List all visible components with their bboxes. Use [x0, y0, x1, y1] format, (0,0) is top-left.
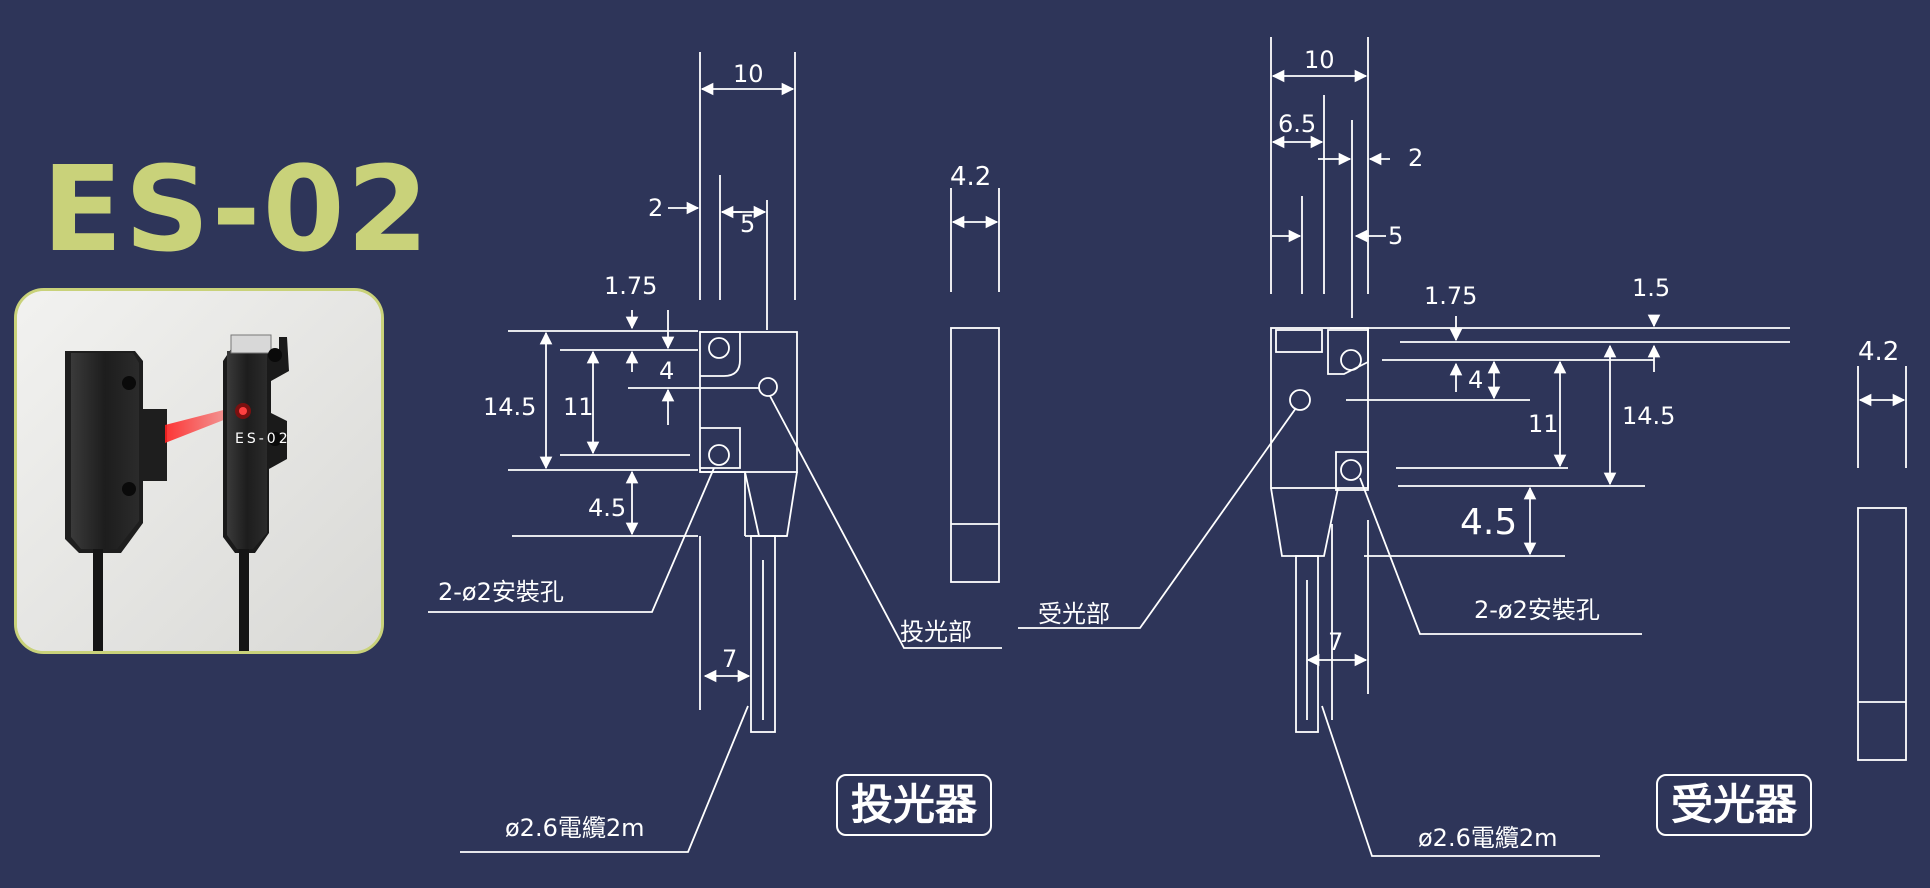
dim-width: 10: [1304, 46, 1335, 74]
sensor-photo-illustration: ES-02: [17, 291, 381, 651]
label-receiver-part: 受光部: [1038, 600, 1110, 628]
dim-height-14-5: 14.5: [1622, 402, 1675, 430]
dim-cable-7: 7: [1328, 628, 1343, 656]
dim-offset-5: 5: [740, 210, 755, 238]
label-mount-holes: 2-ø2安裝孔: [1474, 596, 1600, 624]
dim-depth: 4.2: [1858, 337, 1899, 367]
dim-hole-4: 4: [659, 357, 674, 385]
receiver-dimensions: 10 6.5 2 5 1.75 1.5 4 11 14.5 4.5 7 4.2 …: [1038, 46, 1899, 852]
laser-beam: [165, 406, 239, 443]
dim-offset-2: 2: [648, 194, 663, 222]
label-cable: ø2.6電纜2m: [505, 814, 645, 842]
label-mount-holes: 2-ø2安裝孔: [438, 578, 564, 606]
left-sensor: [65, 351, 167, 651]
label-emitter-part: 投光部: [900, 618, 972, 646]
right-sensor: ES-02: [223, 334, 291, 651]
product-photo: ES-02: [14, 288, 384, 654]
dim-top-1-75: 1.75: [1424, 282, 1477, 310]
dim-cable-7: 7: [722, 645, 737, 673]
dim-hole-11: 11: [1528, 410, 1559, 438]
emitter-box-label: 投光器: [836, 774, 992, 836]
sensor-marking: ES-02: [235, 431, 291, 447]
dim-bottom-4-5: 4.5: [588, 494, 626, 522]
dim-depth: 4.2: [950, 162, 991, 192]
dim-hole-4: 4: [1468, 366, 1483, 394]
dim-offset-5: 5: [1388, 222, 1403, 250]
dim-offset-6-5: 6.5: [1278, 110, 1316, 138]
dim-top-1-75: 1.75: [604, 272, 657, 300]
dim-hole-11: 11: [563, 393, 594, 421]
dim-offset-2: 2: [1408, 144, 1423, 172]
product-title: ES-02: [42, 140, 431, 278]
receiver-box-label: 受光器: [1656, 774, 1812, 836]
dim-width: 10: [733, 60, 764, 88]
dim-bottom-4-5: 4.5: [1460, 502, 1517, 543]
dim-top-1-5: 1.5: [1632, 274, 1670, 302]
emitter-dimensions: 10 2 5 4.2 1.75 4 14.5 11 4.5 7 2-ø2安裝孔 …: [438, 60, 991, 842]
dim-height-14-5: 14.5: [483, 393, 536, 421]
label-cable: ø2.6電纜2m: [1418, 824, 1558, 852]
